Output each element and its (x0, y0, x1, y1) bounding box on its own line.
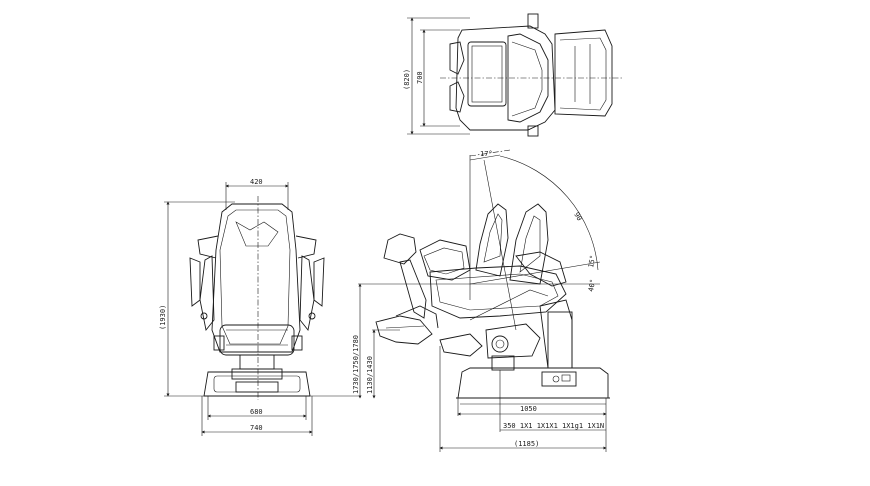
dim-label-steps: 350 1X1 1X1X1 1X1g1 1X1N (503, 422, 604, 430)
dim-label-90: 90 (572, 211, 583, 222)
front-view: 420 (1930) (159, 178, 360, 436)
dim-label-1730: 1730/1750/1780 (352, 335, 360, 394)
dim-label-1050: 1050 (520, 405, 537, 413)
dim-label-820: (820) (403, 69, 411, 90)
dim-label-740: 740 (250, 424, 263, 432)
top-view: (820) 700 (403, 13, 624, 137)
dim-label-700: 700 (416, 71, 424, 84)
dim-label-1185: (1185) (514, 440, 539, 448)
dim-label-680: 680 (250, 408, 263, 416)
dim-label-40deg: 40° (587, 278, 597, 292)
dim-label-15deg: 15° (587, 254, 597, 268)
dim-label-1130: 1130/1430 (366, 356, 374, 394)
dim-label-17deg: 17° (480, 150, 493, 158)
dim-label-420: 420 (250, 178, 263, 186)
dim-label-1930: (1930) (159, 305, 167, 330)
side-view: 17° 90 15° 40° (352, 149, 610, 452)
